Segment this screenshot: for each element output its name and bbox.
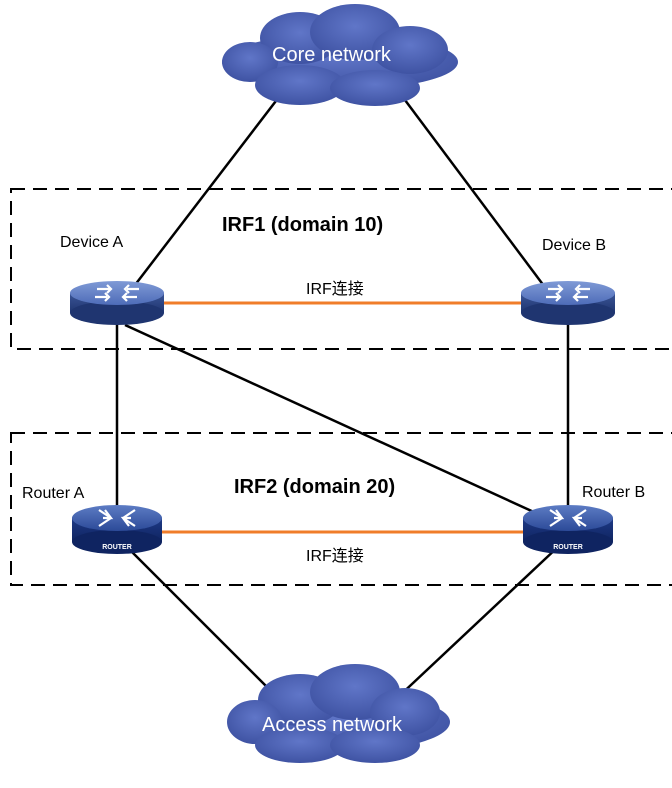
irf2-domain-box — [10, 432, 672, 586]
access-network-label: Access network — [262, 714, 403, 736]
access-network-cloud — [227, 664, 450, 763]
router-b-badge: ROUTER — [553, 544, 583, 551]
irf-link-top-label: IRF连接 — [306, 281, 364, 298]
link-core-device-b — [388, 79, 555, 299]
irf1-domain-title: IRF1 (domain 10) — [222, 214, 384, 236]
router-b-label: Router B — [582, 484, 646, 501]
device-a-icon — [70, 281, 164, 325]
link-router-a-access — [124, 544, 281, 701]
irf-link-bottom-label: IRF连接 — [306, 548, 364, 565]
link-router-b-access — [394, 544, 561, 701]
router-a-badge: ROUTER — [102, 544, 132, 551]
device-a-label: Device A — [60, 234, 124, 251]
router-a-label: Router A — [22, 485, 85, 502]
router-a-icon: ROUTER — [72, 505, 162, 554]
core-network-cloud — [222, 4, 458, 106]
irf1-domain-box — [10, 188, 672, 350]
link-core-device-a — [124, 79, 293, 299]
device-b-label: Device B — [542, 237, 607, 254]
core-network-label: Core network — [272, 44, 391, 66]
router-b-icon: ROUTER — [523, 505, 613, 554]
link-device-a-router-b — [124, 323, 561, 526]
irf2-domain-title: IRF2 (domain 20) — [234, 476, 396, 498]
device-b-icon — [521, 281, 615, 325]
